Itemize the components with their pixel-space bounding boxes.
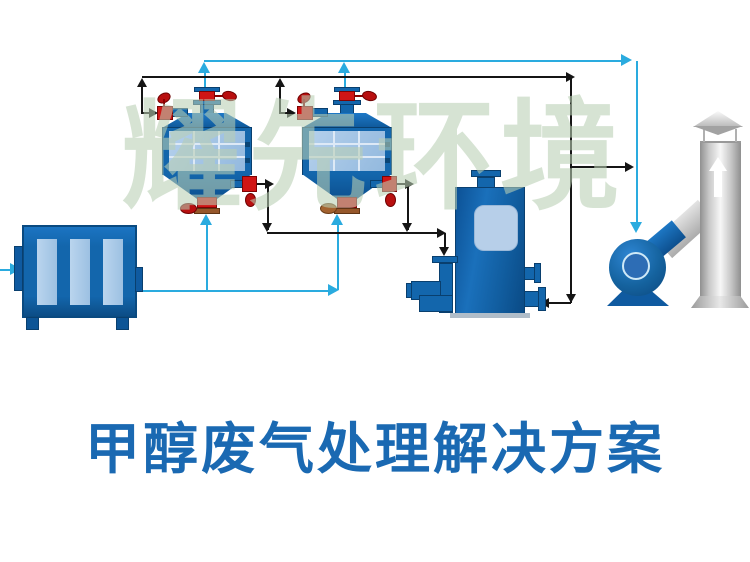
flow-line <box>206 224 208 290</box>
flow-line <box>140 290 330 292</box>
bottom-valve-icon <box>337 197 357 208</box>
arrowhead-down-icon <box>630 222 642 233</box>
side-nozzle-flange <box>538 287 546 311</box>
arrowhead-up-icon <box>338 62 350 73</box>
outlet-valve-icon <box>382 176 397 192</box>
panel-tab <box>385 158 390 163</box>
cap-leg <box>703 129 705 142</box>
filter-grid-panel <box>169 131 245 171</box>
filter-tank-1 <box>142 87 272 227</box>
rain-cap-underside <box>693 126 743 135</box>
top-valve-icon <box>339 91 355 101</box>
grid-line <box>309 143 385 145</box>
arrowhead-right-icon <box>149 108 158 118</box>
arrowhead-right-icon <box>328 284 339 296</box>
outlet-valve-icon <box>242 176 257 192</box>
filter-panel <box>70 239 90 305</box>
inspection-window <box>474 205 518 251</box>
rain-cap <box>693 111 743 127</box>
arrowhead-up-icon <box>331 214 343 225</box>
flow-line <box>142 76 566 78</box>
arrowhead-right-icon <box>405 179 414 189</box>
cap-leg <box>735 129 737 142</box>
grid-line <box>358 131 360 171</box>
flow-line <box>570 77 572 303</box>
top-nozzle-flange <box>471 170 501 177</box>
panel-tab <box>245 142 250 147</box>
inlet-valve-icon <box>157 106 173 120</box>
leg <box>26 317 39 330</box>
top-valve-icon <box>199 91 215 101</box>
flow-line <box>141 86 143 113</box>
outlet-flange <box>135 267 143 292</box>
flow-line <box>204 60 624 62</box>
flow-line <box>279 112 288 114</box>
flow-line <box>0 269 11 271</box>
valve-handle <box>215 95 223 97</box>
flow-line <box>204 71 206 87</box>
grid-line <box>169 143 245 145</box>
chimney-base <box>691 296 749 308</box>
side-nozzle <box>524 291 539 307</box>
grid-line <box>218 131 220 171</box>
valve-handle <box>385 193 396 207</box>
flow-line <box>344 71 346 87</box>
panel-tab <box>245 158 250 163</box>
page-title: 甲醇废气处理解决方案 <box>84 416 665 481</box>
flow-line <box>267 184 269 230</box>
valve-handle <box>245 193 256 207</box>
flow-line <box>549 302 571 304</box>
arrowhead-up-icon <box>200 214 212 225</box>
valve-handle <box>320 203 337 214</box>
fan-base <box>607 289 669 306</box>
flow-line <box>279 86 281 113</box>
filter-grid-panel <box>309 131 385 171</box>
flow-line <box>257 183 266 185</box>
flow-line <box>397 183 406 185</box>
flow-line <box>141 112 150 114</box>
valve-handle <box>355 95 363 97</box>
arrowhead-down-icon <box>566 294 576 303</box>
arrowhead-down-icon <box>439 247 449 256</box>
arrowhead-down-icon <box>262 223 272 232</box>
inlet-valve-icon <box>297 106 313 120</box>
inlet-flange <box>14 246 23 291</box>
leg <box>116 317 129 330</box>
arrowhead-right-icon <box>265 179 274 189</box>
exhaust-up-arrow-icon <box>709 157 727 171</box>
side-nozzle-flange <box>534 263 541 283</box>
exhaust-up-arrow-icon <box>714 170 722 197</box>
arrowhead-down-icon <box>402 223 412 232</box>
panel-tab <box>385 142 390 147</box>
valve-handle <box>163 99 165 106</box>
watermark-text: 耀先环境 <box>122 86 626 227</box>
filter-panel <box>37 239 57 305</box>
arrowhead-right-icon <box>287 108 296 118</box>
filter-tank-2 <box>282 87 412 227</box>
fan-hub <box>622 252 650 280</box>
flow-line <box>571 166 626 168</box>
grid-line <box>169 156 245 158</box>
valve-handle <box>180 203 197 214</box>
tank-base-lip <box>450 313 530 318</box>
valve-handle <box>303 99 305 106</box>
grid-line <box>309 156 385 158</box>
arrowhead-right-icon <box>437 228 446 238</box>
flow-line <box>337 224 339 290</box>
filter-panel <box>103 239 123 305</box>
flow-line <box>267 232 438 234</box>
flow-line <box>407 184 409 230</box>
grid-line <box>333 131 335 171</box>
flow-line <box>444 233 446 251</box>
bottom-valve-icon <box>197 197 217 208</box>
arrowhead-up-icon <box>275 78 285 87</box>
arrowhead-right-icon <box>625 162 634 172</box>
pump-base <box>419 295 453 312</box>
arrowhead-up-icon <box>198 62 210 73</box>
flow-line <box>636 61 638 224</box>
arrowhead-right-icon <box>621 54 632 66</box>
pump-flange <box>432 256 458 263</box>
grid-line <box>193 131 195 171</box>
arrowhead-up-icon <box>137 78 147 87</box>
